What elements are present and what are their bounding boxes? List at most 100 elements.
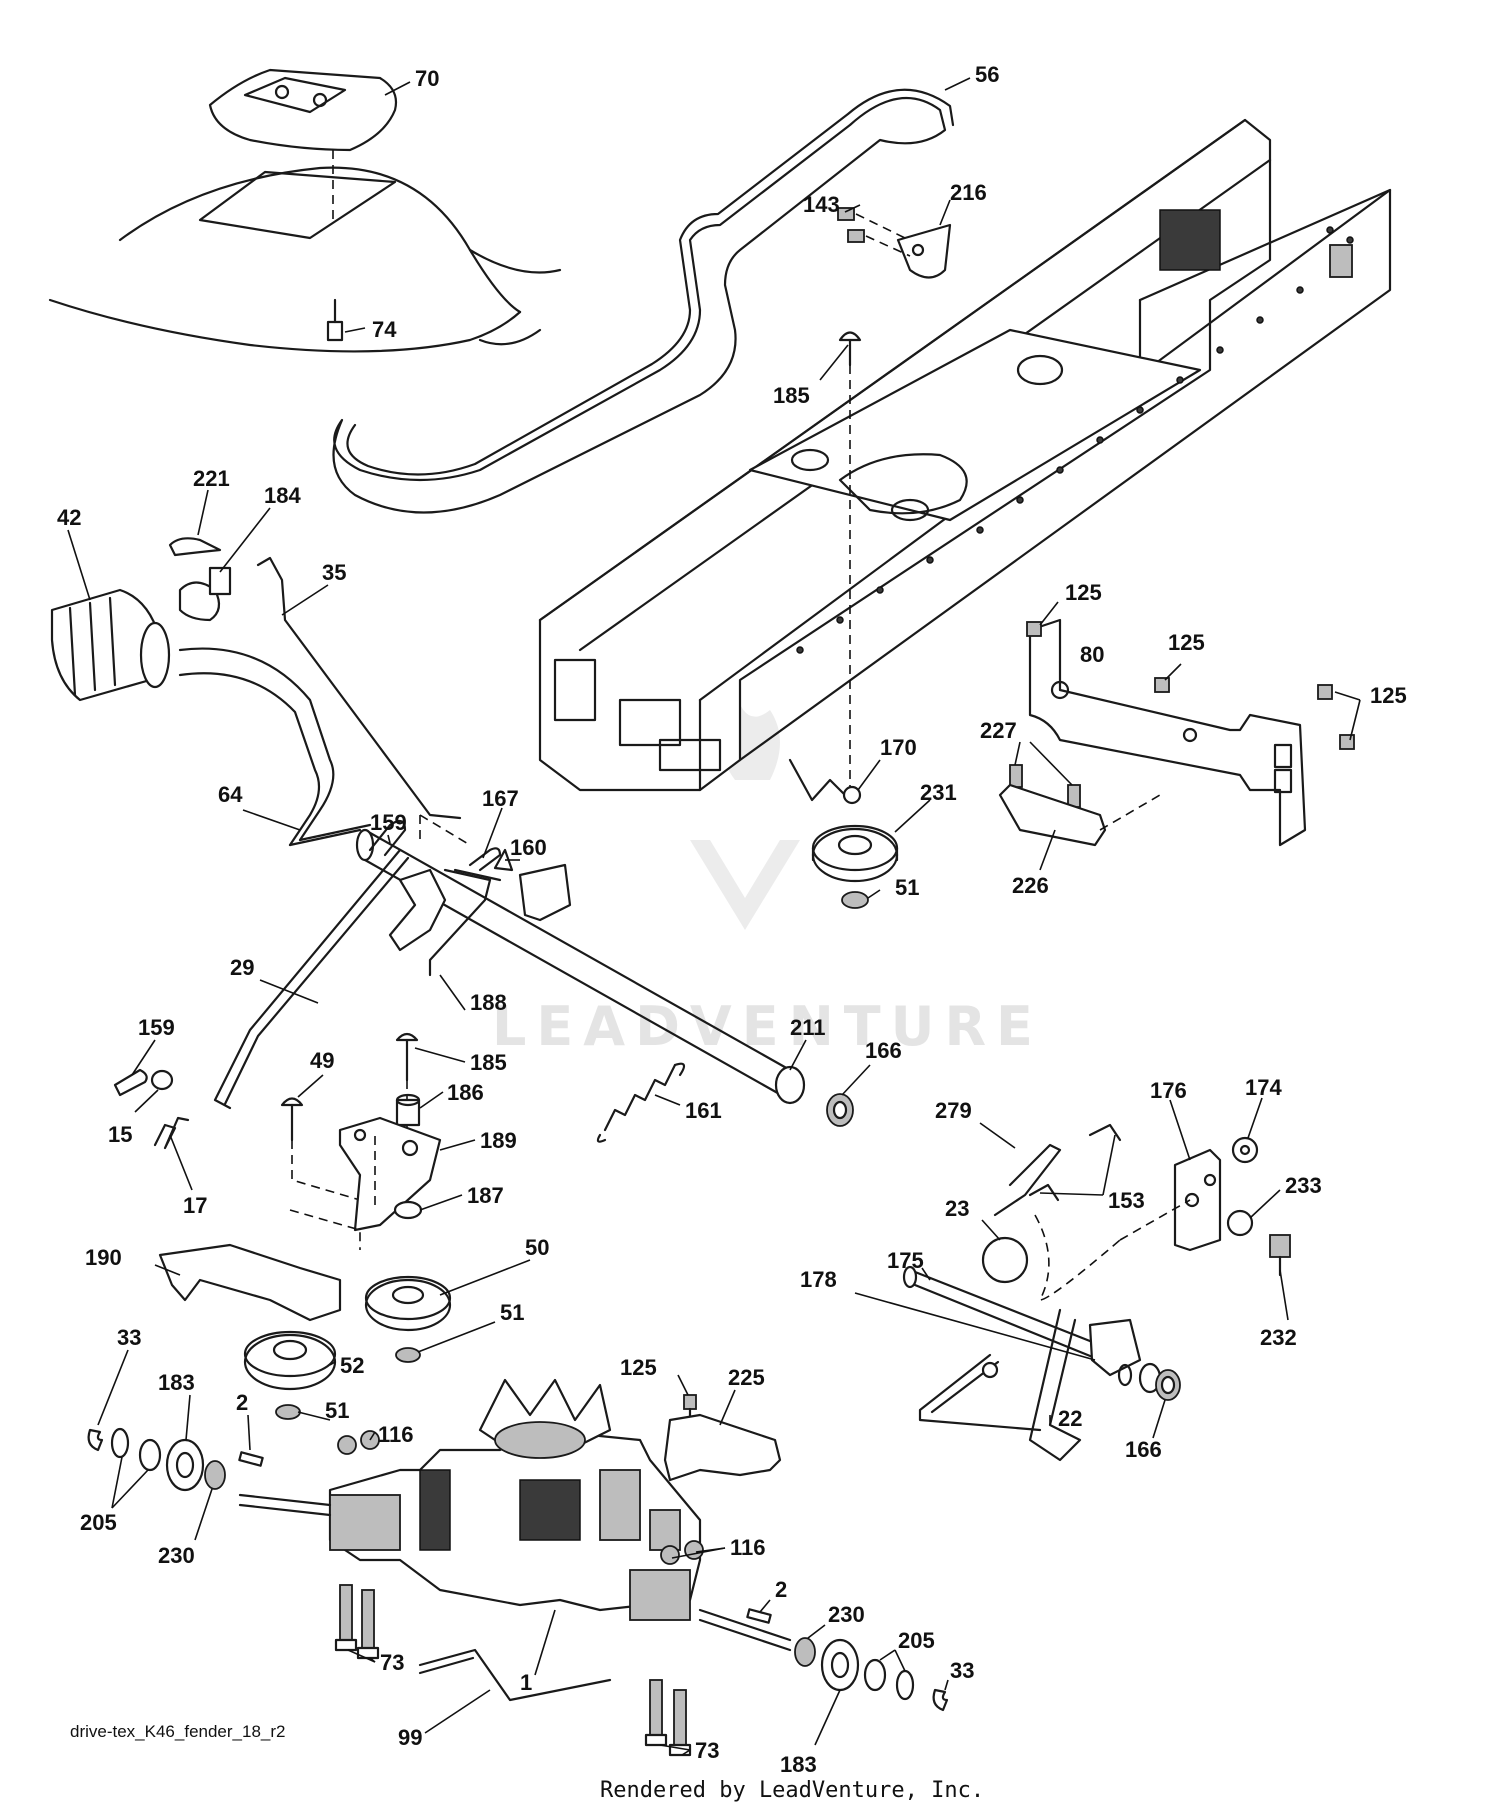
- callout-174: 174: [1245, 1075, 1282, 1100]
- clip-159-left: [113, 1068, 148, 1097]
- bracket-dash: [1119, 1199, 1191, 1241]
- callout-205-b: 205: [898, 1628, 935, 1653]
- callout-227: 227: [980, 718, 1017, 743]
- callout-125-b: 125: [1168, 630, 1205, 655]
- rod-99: [418, 1648, 612, 1702]
- knob-184: [178, 566, 232, 622]
- callout-216: 216: [950, 180, 987, 205]
- nut-51-b: [395, 1347, 421, 1363]
- bracket-190: [158, 1243, 342, 1322]
- callout-205-a: 205: [80, 1510, 117, 1535]
- callout-1: 1: [520, 1670, 532, 1695]
- callout-35: 35: [322, 560, 346, 585]
- callout-159-top: 159: [370, 810, 407, 835]
- callout-166-a: 166: [865, 1038, 902, 1063]
- bolt-185-top: [838, 331, 862, 367]
- bracket-plate-shaft: [518, 863, 572, 922]
- rod-dash-a: [419, 814, 471, 846]
- frame: [538, 118, 1392, 792]
- callout-211: 211: [790, 1015, 826, 1040]
- callout-116-b: 116: [730, 1535, 766, 1560]
- callout-51-b: 51: [500, 1300, 524, 1325]
- bracket-216: [896, 223, 952, 279]
- callout-125-a: 125: [1065, 580, 1102, 605]
- callout-189: 189: [480, 1128, 517, 1153]
- plate-dash: [1099, 794, 1161, 831]
- watermark-text: LEADVENTURE: [492, 995, 1043, 1058]
- callout-2-b: 2: [775, 1577, 787, 1602]
- frame-holes: [796, 226, 1354, 654]
- callout-70: 70: [415, 66, 439, 91]
- rod-188: [428, 868, 502, 977]
- callout-33-b: 33: [950, 1658, 974, 1683]
- washer-233: [1226, 1209, 1254, 1237]
- callout-225: 225: [728, 1365, 765, 1390]
- eclip-33-b: [932, 1688, 949, 1712]
- arm-plate: [388, 868, 447, 952]
- screws-143: [837, 207, 911, 257]
- callout-64: 64: [218, 782, 243, 807]
- nut-51-c: [275, 1404, 301, 1420]
- callout-221: 221: [193, 466, 230, 491]
- washers-205-a: [110, 1427, 162, 1472]
- callout-33-a: 33: [117, 1325, 141, 1350]
- washer-174: [1231, 1136, 1259, 1164]
- fender: [48, 166, 562, 353]
- callout-17: 17: [183, 1193, 207, 1218]
- washer-166-a: [826, 1093, 854, 1127]
- callout-167: 167: [482, 786, 519, 811]
- bracket-176: [1173, 1148, 1222, 1252]
- callout-99: 99: [398, 1725, 422, 1750]
- callout-49: 49: [310, 1048, 334, 1073]
- callout-166-b: 166: [1125, 1437, 1162, 1462]
- pulley-231: [811, 824, 899, 883]
- drive-belt: [332, 88, 955, 514]
- washer-230-a: [204, 1460, 226, 1490]
- bearing-183-b: [820, 1638, 860, 1692]
- bolts-73-left: [334, 1584, 380, 1660]
- callout-230-a: 230: [158, 1543, 195, 1568]
- callout-175: 175: [887, 1248, 924, 1273]
- washer-15: [150, 1069, 174, 1091]
- callout-22: 22: [1058, 1406, 1082, 1431]
- callout-186: 186: [447, 1080, 484, 1105]
- bolt-185-mid: [395, 1032, 419, 1082]
- rod-35: [256, 556, 462, 820]
- callout-42: 42: [57, 505, 81, 530]
- callout-73-a: 73: [380, 1650, 404, 1675]
- callout-51-c: 51: [325, 1398, 349, 1423]
- spring-170: [788, 758, 862, 805]
- bolt-125-b: [1154, 677, 1170, 693]
- washer-211: [774, 1065, 806, 1105]
- callout-23: 23: [945, 1196, 969, 1221]
- callout-231: 231: [920, 780, 957, 805]
- callout-176: 176: [1150, 1078, 1187, 1103]
- leader-lines: [67, 77, 1361, 1756]
- pulley-50: [364, 1275, 452, 1332]
- plate-226: [998, 783, 1107, 847]
- nut-51-a: [841, 891, 869, 909]
- callout-74: 74: [372, 317, 397, 342]
- bracket-80: [1028, 618, 1307, 847]
- callout-178: 178: [800, 1267, 837, 1292]
- bushing-dash: [1034, 1214, 1121, 1301]
- callout-29: 29: [230, 955, 254, 980]
- callout-56: 56: [975, 62, 999, 87]
- plate-189: [338, 1116, 442, 1232]
- callout-183-b: 183: [780, 1752, 817, 1777]
- callout-185-top: 185: [773, 383, 810, 408]
- key-2-b: [746, 1608, 772, 1624]
- callout-170: 170: [880, 735, 917, 760]
- callout-190: 190: [85, 1245, 122, 1270]
- pedal-arm-178: [1088, 1318, 1162, 1394]
- callout-labels: 70 56 143 216 74 185 221 184 42 35 125 8…: [57, 62, 1407, 1777]
- spacer-186: [395, 1093, 421, 1127]
- callout-230-b: 230: [828, 1602, 865, 1627]
- link-rod-29: [213, 848, 410, 1110]
- callout-2-a: 2: [236, 1390, 248, 1415]
- callout-187: 187: [467, 1183, 504, 1208]
- bracket-225: [663, 1413, 782, 1482]
- screw-74: [326, 298, 344, 342]
- clip-159-top: [368, 819, 407, 857]
- clip-167: [468, 847, 502, 872]
